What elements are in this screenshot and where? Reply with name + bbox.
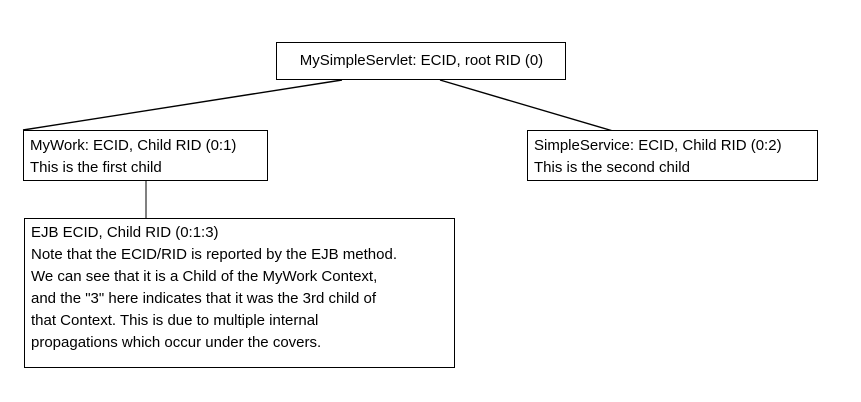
node-ejb-line-6: propagations which occur under the cover… [31, 334, 322, 351]
node-ejb-line-2: Note that the ECID/RID is reported by th… [31, 246, 398, 263]
connector-root-to-second-child [439, 79, 614, 132]
node-simple-service-line-1: SimpleService: ECID, Child RID (0:2) [534, 137, 782, 154]
connector-root-to-first-child [22, 79, 343, 131]
node-ejb-line-3: We can see that it is a Child of the MyW… [31, 268, 378, 285]
node-ejb-line-4: and the "3" here indicates that it was t… [31, 290, 377, 307]
node-ejb-line-1: EJB ECID, Child RID (0:1:3) [31, 224, 219, 241]
node-my-simple-servlet[interactable]: MySimpleServlet: ECID, root RID (0) [276, 42, 566, 80]
node-my-work-line-1: MyWork: ECID, Child RID (0:1) [30, 137, 237, 154]
node-ejb-line-5: that Context. This is due to multiple in… [31, 312, 319, 329]
node-my-simple-servlet-line-1: MySimpleServlet: ECID, root RID (0) [299, 52, 544, 69]
node-my-work[interactable]: MyWork: ECID, Child RID (0:1) This is th… [23, 130, 268, 181]
node-simple-service-line-2: This is the second child [534, 159, 690, 176]
node-simple-service[interactable]: SimpleService: ECID, Child RID (0:2) Thi… [527, 130, 818, 181]
node-my-work-line-2: This is the first child [30, 159, 162, 176]
node-ejb[interactable]: EJB ECID, Child RID (0:1:3) Note that th… [24, 218, 455, 368]
